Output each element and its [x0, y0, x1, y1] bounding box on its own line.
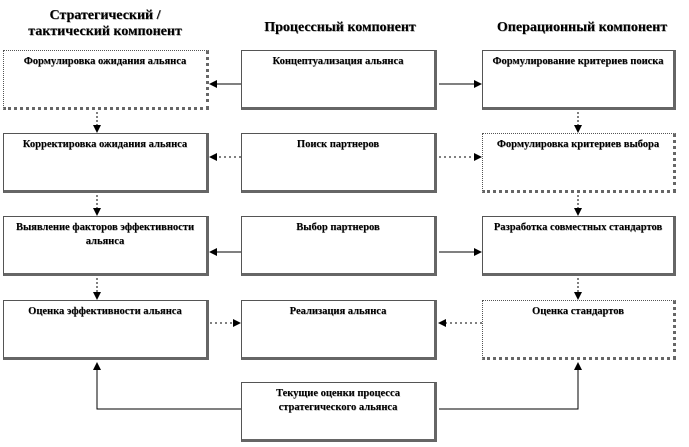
box-search-criteria: Формулирование критериев поиска: [482, 50, 676, 110]
header-operational: Операционный компонент: [496, 20, 668, 35]
box-partner-search: Поиск партнеров: [241, 133, 437, 193]
header-process: Процессный компонент: [264, 20, 416, 35]
box-expectation-formulation: Формулировка ожидания альянса: [3, 50, 209, 110]
arrow-bottom-o4: [439, 362, 582, 410]
box-efficiency-evaluation: Оценка эффективности альянса: [3, 300, 209, 360]
box-current-evaluations: Текущие оценки процесса стратегического …: [241, 382, 437, 442]
box-joint-standards: Разработка совместных стандартов: [482, 216, 676, 276]
arrow-bottom-s4: [93, 362, 241, 410]
box-expectation-correction: Корректировка ожидания альянса: [3, 133, 209, 193]
box-partner-selection: Выбор партнеров: [241, 216, 437, 276]
header-strategic: Стратегический / тактический компонент: [28, 8, 182, 39]
box-alliance-implementation: Реализация альянса: [241, 300, 437, 360]
box-efficiency-factors: Выявление факторов эффективности альянса: [3, 216, 209, 276]
box-selection-criteria: Формулировка критериев выбора: [482, 133, 676, 193]
box-standards-evaluation: Оценка стандартов: [482, 300, 676, 360]
box-conceptualization: Концептуализация альянса: [241, 50, 437, 110]
